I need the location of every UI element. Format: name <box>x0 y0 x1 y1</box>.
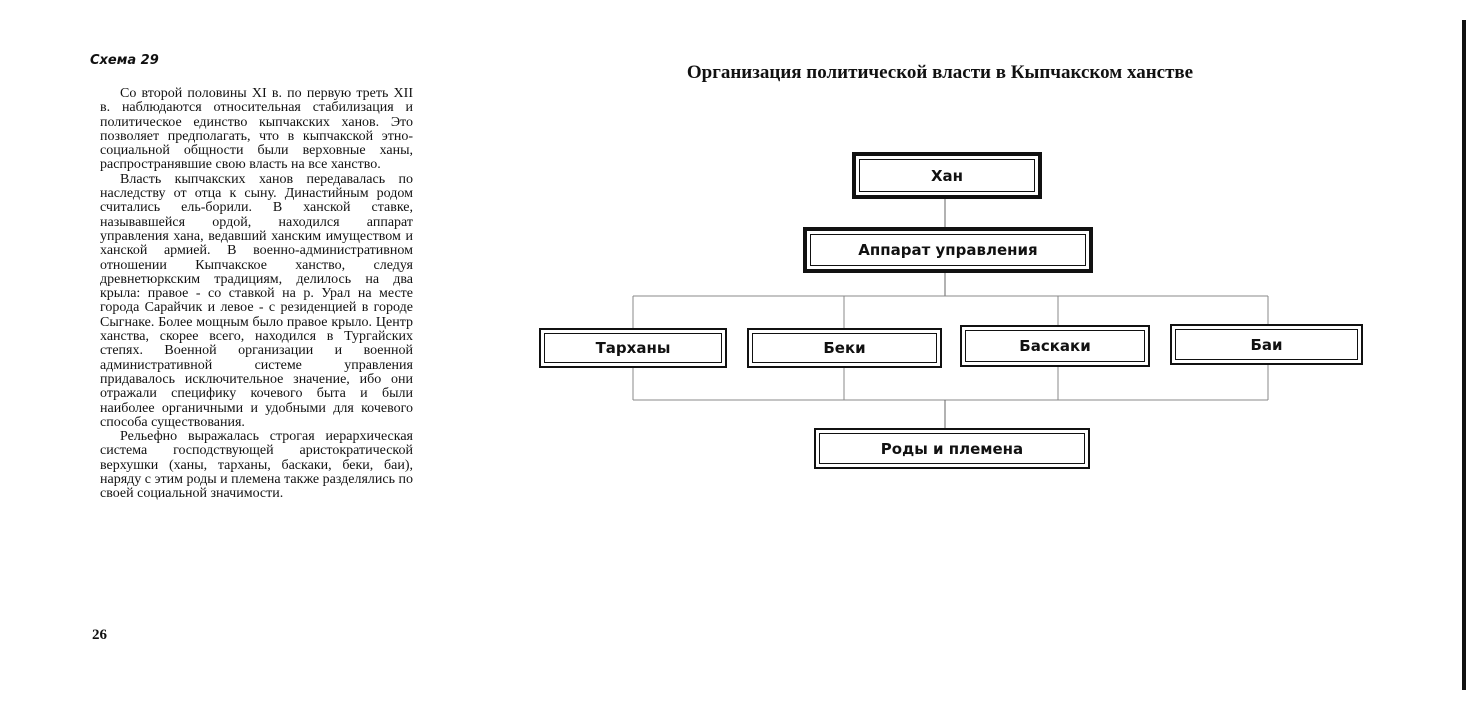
paragraph: Власть кыпчакских ханов передавалась по … <box>100 171 413 430</box>
apparatus-label: Аппарат управления <box>858 241 1038 259</box>
apparatus-box: Аппарат управления <box>803 227 1093 273</box>
beki-box: Беки <box>747 328 942 368</box>
baskaki-label: Баскаки <box>1019 337 1091 355</box>
bai-label: Баи <box>1250 335 1283 354</box>
page-edge <box>1462 20 1466 690</box>
tarkhany-box: Тарханы <box>539 328 727 368</box>
diagram-title: Организация политической власти в Кыпчак… <box>686 62 1194 83</box>
page-number: 26 <box>92 627 107 643</box>
tarkhany-label: Тарханы <box>595 339 671 357</box>
tribes-box: Роды и племена <box>814 428 1090 469</box>
bai-box: Баи <box>1170 324 1363 365</box>
khan-label: Хан <box>930 166 964 185</box>
tribes-label: Роды и племена <box>880 439 1024 458</box>
khan-box: Хан <box>852 152 1042 199</box>
beki-label: Беки <box>823 339 866 357</box>
paragraph: Рельефно выражалась строгая иерархическа… <box>100 429 413 502</box>
text-column: Со второй половины XI в. по первую треть… <box>100 86 413 502</box>
paragraph: Со второй половины XI в. по первую треть… <box>100 86 413 173</box>
baskaki-box: Баскаки <box>960 325 1150 367</box>
scheme-label: Схема 29 <box>90 53 159 68</box>
